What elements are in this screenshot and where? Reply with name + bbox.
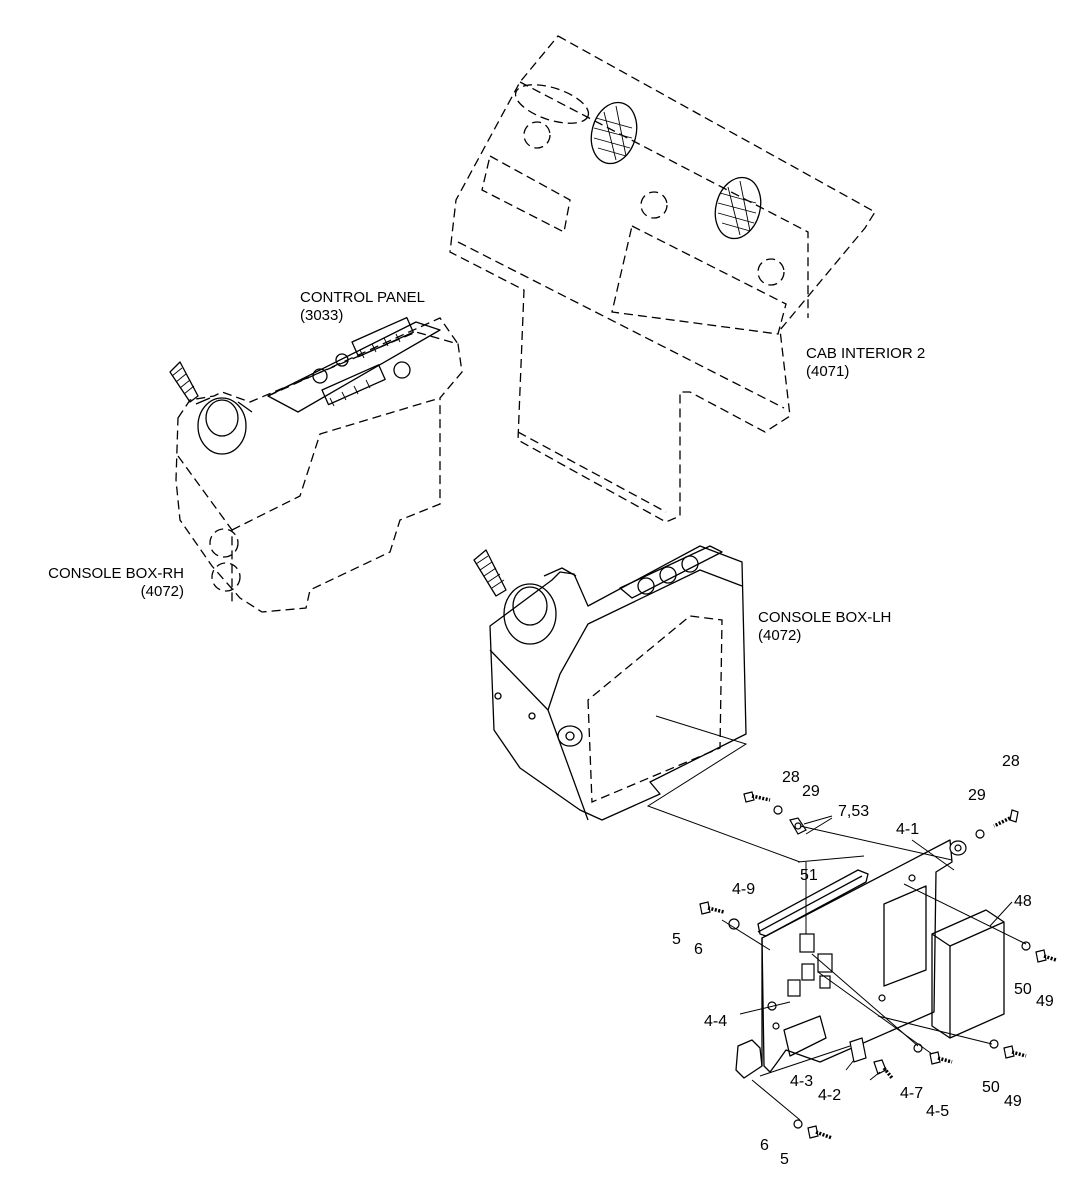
bolt-5-lower-icon: [807, 1125, 833, 1140]
callout-49-lower: 49: [1004, 1093, 1022, 1110]
bolt-49-lower-icon: [1003, 1045, 1027, 1059]
callout-50-upper: 50: [1014, 981, 1032, 998]
callout-50-lower: 50: [982, 1079, 1000, 1096]
control-panel-ref: (3033): [300, 307, 343, 324]
relay-cluster-51: [787, 933, 833, 997]
bolt-28-upper-icon: [743, 791, 771, 803]
joystick-rh-icon: [169, 361, 253, 455]
leader-lines: [646, 715, 1027, 1121]
callout-48: 48: [1014, 893, 1032, 910]
console-box-lh-name: CONSOLE BOX-LH: [758, 609, 891, 626]
console-box-rh-name: CONSOLE BOX-RH: [48, 565, 184, 582]
callout-5-upper: 5: [672, 931, 681, 948]
callout-4-2: 4-2: [818, 1087, 841, 1104]
bolt-49-upper-icon: [1035, 949, 1057, 963]
caption-cab-interior-2: CAB INTERIOR 2 (4071): [806, 345, 925, 380]
control-panel: [267, 316, 441, 413]
controller-box-48: [931, 909, 1005, 1039]
callout-4-9: 4-9: [732, 881, 755, 898]
callout-6-lower: 6: [760, 1137, 769, 1154]
clamp-7-53-icon: [789, 817, 807, 835]
washer-6-lower-icon: [793, 1119, 803, 1129]
console-box-lh-ref: (4072): [758, 627, 801, 644]
bracket-clip-4-3-icon: [849, 1037, 867, 1063]
cab-interior-ref: (4071): [806, 363, 849, 380]
mounting-bracket-4-1: [735, 839, 953, 1079]
caption-console-box-lh: CONSOLE BOX-LH (4072): [758, 609, 891, 644]
washer-4-7-icon: [913, 1043, 923, 1053]
console-box-rh: [175, 317, 463, 613]
console-box-lh: [489, 545, 747, 821]
callout-4-5: 4-5: [926, 1103, 949, 1120]
bolt-4-5-icon: [929, 1051, 953, 1065]
caption-control-panel: CONTROL PANEL (3033): [300, 289, 425, 324]
callout-4-4: 4-4: [704, 1013, 727, 1030]
callout-4-3: 4-3: [790, 1073, 813, 1090]
rail-4-9: [757, 869, 869, 937]
cab-interior-name: CAB INTERIOR 2: [806, 345, 925, 362]
speaker-grille-right-icon: [714, 176, 762, 240]
callout-29-right: 29: [968, 787, 986, 804]
callout-51: 51: [800, 867, 818, 884]
washer-29-upper-icon: [773, 805, 783, 815]
control-panel-name: CONTROL PANEL: [300, 289, 425, 306]
caption-console-box-rh: CONSOLE BOX-RH (4072): [48, 565, 184, 600]
washer-50-upper-icon: [1021, 941, 1031, 951]
callout-4-1: 4-1: [896, 821, 919, 838]
console-box-rh-ref: (4072): [141, 583, 184, 600]
washer-29-right-icon: [975, 829, 985, 839]
grommet-right-icon: [949, 840, 967, 856]
cab-interior-panel: [449, 35, 876, 523]
callout-4-7: 4-7: [900, 1085, 923, 1102]
callout-28-upper: 28: [782, 769, 800, 786]
callout-28-right: 28: [1002, 753, 1020, 770]
joystick-lh-icon: [473, 549, 577, 645]
screw-4-2-icon: [873, 1059, 894, 1080]
bolt-5-upper-icon: [699, 901, 725, 915]
callout-29-upper: 29: [802, 783, 820, 800]
bolt-28-right-icon: [993, 809, 1019, 828]
callout-7-53: 7,53: [838, 803, 869, 820]
callout-49-upper: 49: [1036, 993, 1054, 1010]
callout-6-upper: 6: [694, 941, 703, 958]
speaker-grille-left-icon: [590, 101, 638, 165]
callout-5-lower: 5: [780, 1151, 789, 1168]
